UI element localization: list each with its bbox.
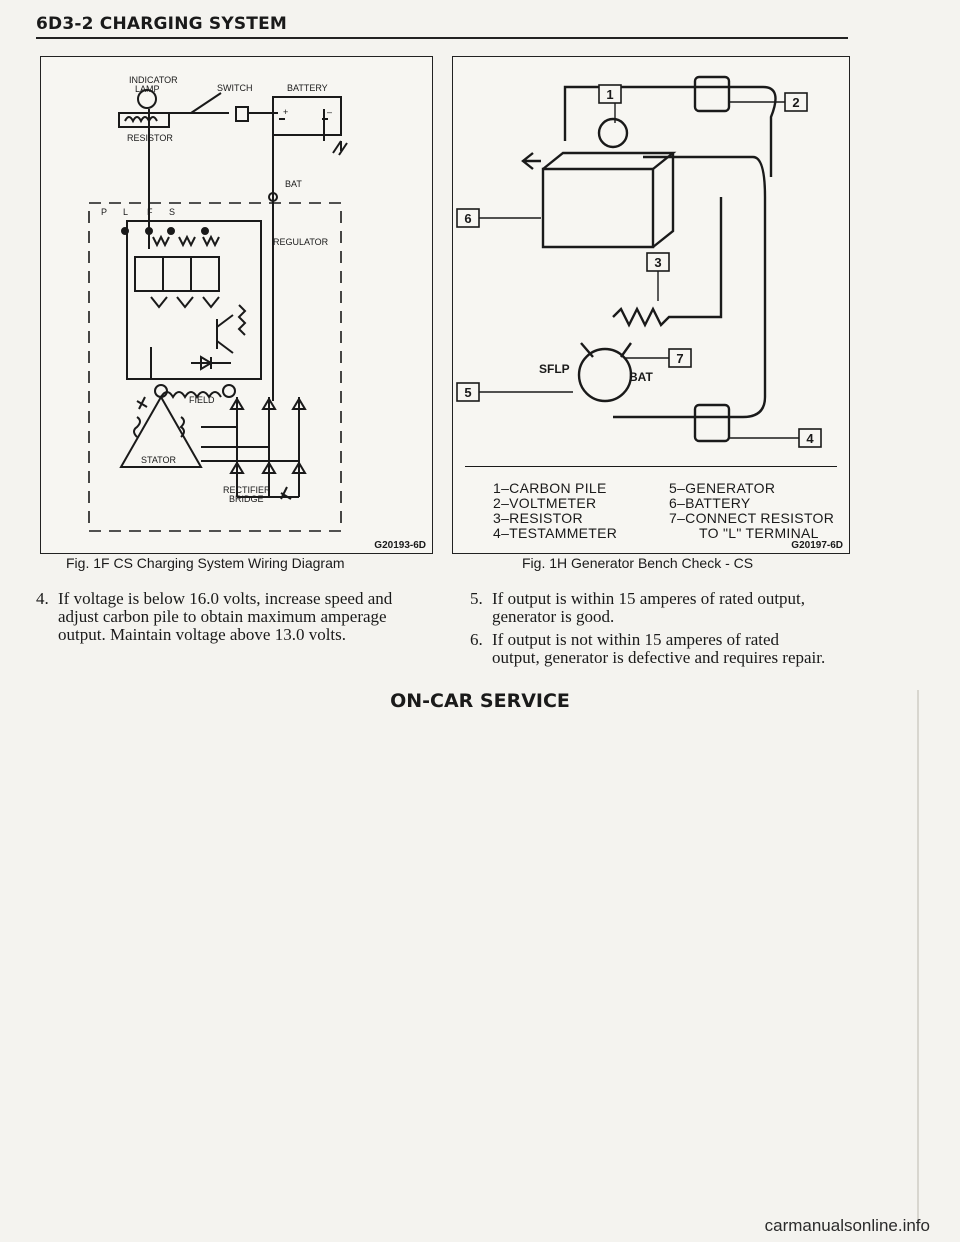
generator-icon xyxy=(577,347,633,403)
resistor-label: RESISTOR xyxy=(127,133,173,143)
battery-label: BATTERY xyxy=(287,83,328,93)
callout-2-label: 2 xyxy=(792,95,799,110)
callout-7-label: 7 xyxy=(676,351,683,366)
generator-outline xyxy=(88,202,342,532)
figure-code: G20193-6D xyxy=(374,540,426,551)
resistor-icon xyxy=(612,197,723,328)
step-line: generator is good. xyxy=(492,607,615,626)
step-number: 6. xyxy=(470,630,483,649)
step-line: output. Maintain voltage above 13.0 volt… xyxy=(58,625,347,644)
voltmeter-icon xyxy=(693,75,731,113)
rectifier-diodes-icon xyxy=(229,397,307,410)
field-coil-icon xyxy=(160,391,222,399)
terminal-l-label: L xyxy=(123,207,128,217)
legend-left: 1–CARBON PILE 2–VOLTMETER 3–RESISTOR 4–T… xyxy=(493,481,617,541)
step-line: If output is within 15 amperes of rated … xyxy=(492,589,806,608)
callout-5-label: 5 xyxy=(464,385,471,400)
regulator-label: REGULATOR xyxy=(273,237,329,247)
switch-label: SWITCH xyxy=(217,83,253,93)
step-line: If output is not within 15 amperes of ra… xyxy=(492,630,780,649)
watermark: carmanualsonline.info xyxy=(764,1216,930,1235)
legend-item: 7–CONNECT RESISTOR xyxy=(669,510,835,526)
callout-6-label: 6 xyxy=(464,211,471,226)
legend-item: 4–TESTAMMETER xyxy=(493,525,618,541)
callout-3-label: 3 xyxy=(654,255,661,270)
bench-check-figure: 1 2 3 4 5 6 7 SFLP BAT 1–CARBON PILE 2–V… xyxy=(452,56,850,554)
legend-item: TO "L" TERMINAL xyxy=(699,525,819,541)
terminal-f-label: F xyxy=(147,207,153,217)
section-title: ON-CAR SERVICE xyxy=(390,690,570,712)
indicator-lamp-icon xyxy=(137,89,157,109)
stator-icon xyxy=(119,394,203,468)
step-line: output, generator is defective and requi… xyxy=(492,648,826,667)
legend-item: 6–BATTERY xyxy=(669,495,751,511)
step-4: 4. If voltage is below 16.0 volts, incre… xyxy=(36,589,418,644)
terminal-s-label: S xyxy=(169,207,175,217)
lamp-label: LAMP xyxy=(135,84,160,94)
figure-caption-right: Fig. 1H Generator Bench Check - CS xyxy=(522,555,754,571)
testammeter-icon xyxy=(693,403,731,443)
battery-minus-label: – xyxy=(327,107,332,117)
terminal-p-label: P xyxy=(101,207,107,217)
wiring-diagram-figure: INDICATOR LAMP SWITCH BATTERY + – RESIST… xyxy=(40,56,433,554)
wiring-diagram: INDICATOR LAMP SWITCH BATTERY + – RESIST… xyxy=(88,75,348,532)
page-header: 6D3-2 CHARGING SYSTEM xyxy=(36,14,288,34)
legend-item: 2–VOLTMETER xyxy=(493,495,597,511)
callout-1 xyxy=(598,84,622,104)
figure-caption-left: Fig. 1F CS Charging System Wiring Diagra… xyxy=(66,555,345,571)
legend-item: 5–GENERATOR xyxy=(669,480,776,496)
battery-icon xyxy=(272,96,342,136)
header-rule xyxy=(36,37,848,39)
battery-body-icon xyxy=(541,167,655,249)
battery-plus-label: + xyxy=(283,107,288,117)
switch-icon xyxy=(235,106,249,122)
legend-item: 3–RESISTOR xyxy=(493,510,583,526)
bridge-label: BRIDGE xyxy=(229,494,264,504)
step-line: If voltage is below 16.0 volts, increase… xyxy=(58,589,393,608)
page-binding-line xyxy=(917,690,919,1220)
sflp-label: SFLP xyxy=(539,362,570,376)
regulator-box xyxy=(126,220,262,380)
indicator-label: INDICATOR xyxy=(129,75,178,85)
step-number: 4. xyxy=(36,589,49,608)
stator-label: STATOR xyxy=(141,455,177,465)
rectifier-label: RECTIFIER xyxy=(223,485,271,495)
bat-terminal-label: BAT xyxy=(285,179,302,189)
carbon-pile-icon xyxy=(597,117,629,149)
bat-label: BAT xyxy=(629,370,653,384)
field-label: FIELD xyxy=(189,395,215,405)
bench-check-diagram: 1 2 3 4 5 6 7 SFLP BAT xyxy=(456,75,837,468)
legend-right: 5–GENERATOR 6–BATTERY 7–CONNECT RESISTOR… xyxy=(669,481,834,541)
step-5: 5. If output is within 15 amperes of rat… xyxy=(470,589,852,626)
legend-item: 1–CARBON PILE xyxy=(493,480,607,496)
figure-code: G20197-6D xyxy=(791,540,843,551)
step-number: 5. xyxy=(470,589,483,608)
step-line: adjust carbon pile to obtain maximum amp… xyxy=(58,607,387,626)
callout-1-label: 1 xyxy=(606,87,613,102)
callout-4-label: 4 xyxy=(806,431,814,446)
step-6: 6. If output is not within 15 amperes of… xyxy=(470,630,852,667)
